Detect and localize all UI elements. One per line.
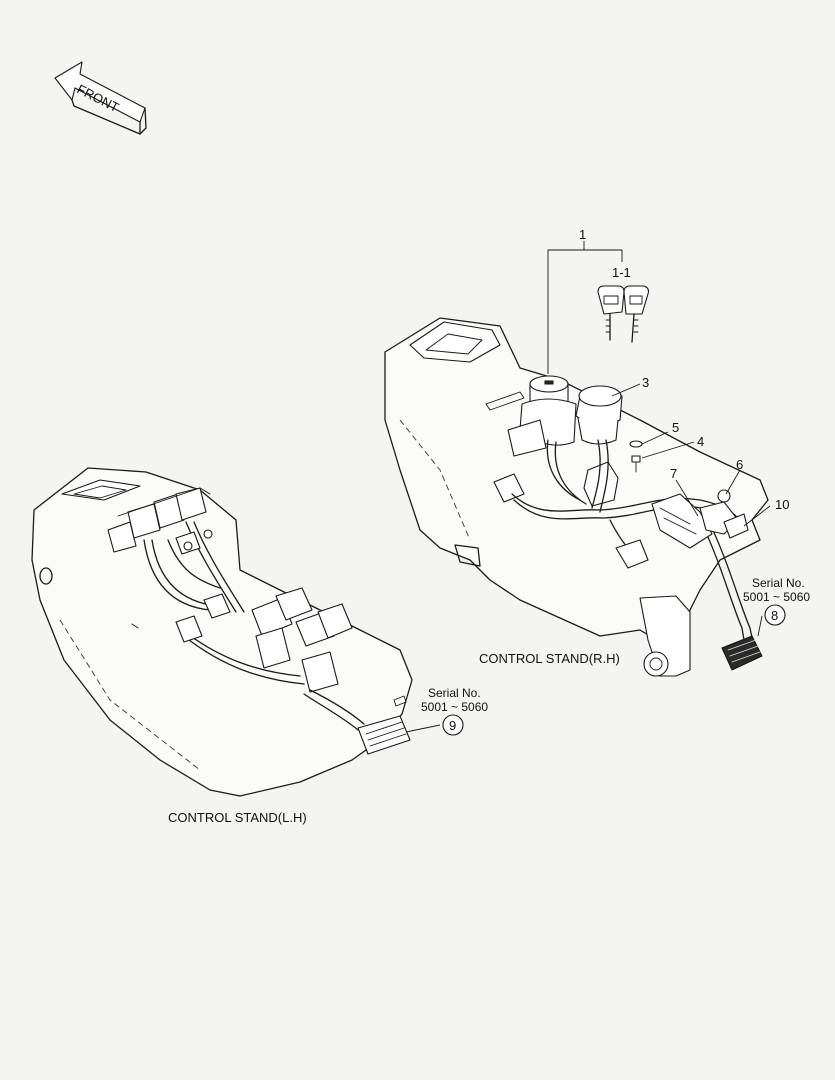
callout-8: 8 <box>771 608 778 623</box>
leader-lines <box>405 241 771 733</box>
callout-1: 1 <box>579 227 586 242</box>
caption-control-stand-rh: CONTROL STAND(R.H) <box>479 651 620 666</box>
callout-7: 7 <box>670 466 677 481</box>
front-arrow: FRONT <box>54 61 147 135</box>
serial-lh-line2: 5001 ~ 5060 <box>421 700 488 714</box>
callout-5: 5 <box>672 420 679 435</box>
control-stand-rh <box>384 317 769 677</box>
callout-10: 10 <box>775 497 789 512</box>
callout-labels: 1 1-1 3 5 4 6 7 10 8 9 <box>442 227 789 736</box>
callout-9-circle <box>442 714 464 736</box>
callout-4: 4 <box>697 434 704 449</box>
serial-lh-line1: Serial No. <box>428 686 481 700</box>
callout-3: 3 <box>642 375 649 390</box>
caption-control-stand-lh: CONTROL STAND(L.H) <box>168 810 307 825</box>
serial-note-lh: Serial No. 5001 ~ 5060 <box>421 686 488 714</box>
serial-rh-line2: 5001 ~ 5060 <box>743 590 810 604</box>
keys-part <box>597 285 650 343</box>
callout-8-circle <box>764 604 786 626</box>
serial-note-rh: Serial No. 5001 ~ 5060 <box>743 576 810 604</box>
callout-1-1: 1-1 <box>612 265 631 280</box>
serial-rh-line1: Serial No. <box>752 576 805 590</box>
control-stand-lh <box>31 467 413 797</box>
callout-6: 6 <box>736 457 743 472</box>
callout-9: 9 <box>449 718 456 733</box>
